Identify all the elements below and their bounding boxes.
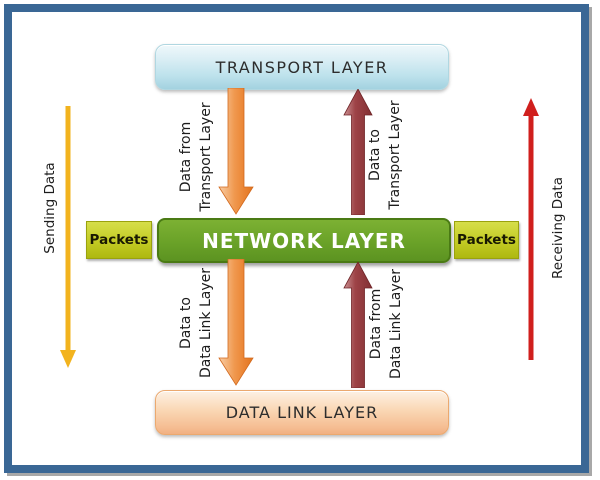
- network-layer-box: NETWORK LAYER: [157, 218, 451, 263]
- receiving-data-label: Receiving Data: [548, 148, 568, 308]
- label-data-to-transport-layer: Data to Transport Layer: [363, 70, 407, 240]
- label-data-from-transport-layer: Data from Transport Layer: [174, 72, 218, 242]
- arrow-network-to-transport-icon: [343, 89, 373, 215]
- arrow-network-to-datalink-icon: [218, 259, 254, 386]
- label-line: Sending Data: [42, 162, 58, 254]
- sending-data-arrow-icon: [60, 106, 76, 368]
- label-line: Transport Layer: [387, 100, 403, 210]
- label-line: Transport Layer: [198, 102, 214, 212]
- outer-frame: [4, 4, 589, 473]
- transport-layer-label: TRANSPORT LAYER: [215, 57, 389, 77]
- label-line: Data to: [178, 297, 194, 349]
- label-line: Data to: [367, 129, 383, 181]
- label-line: Data from: [368, 288, 384, 360]
- arrow-transport-to-network-icon: [218, 88, 254, 215]
- receiving-data-arrow-icon: [523, 98, 539, 360]
- label-line: Data Link Layer: [388, 268, 404, 380]
- datalink-layer-label: DATA LINK LAYER: [225, 403, 379, 422]
- packets-right-label: Packets: [457, 232, 516, 248]
- label-line: Data from: [178, 121, 194, 193]
- datalink-layer-box: DATA LINK LAYER: [155, 390, 449, 435]
- label-data-to-datalink-layer: Data to Data Link Layer: [174, 238, 218, 408]
- packets-badge-right: Packets: [454, 221, 519, 259]
- arrow-datalink-to-network-icon: [343, 262, 373, 388]
- packets-badge-left: Packets: [86, 221, 152, 259]
- packets-left-label: Packets: [89, 232, 149, 248]
- network-layer-label: NETWORK LAYER: [202, 228, 406, 253]
- label-line: Receiving Data: [550, 177, 566, 279]
- sending-data-label: Sending Data: [40, 128, 60, 288]
- label-line: Data Link Layer: [198, 267, 214, 379]
- transport-layer-box: TRANSPORT LAYER: [155, 44, 449, 90]
- label-data-from-datalink-layer: Data from Data Link Layer: [364, 239, 408, 409]
